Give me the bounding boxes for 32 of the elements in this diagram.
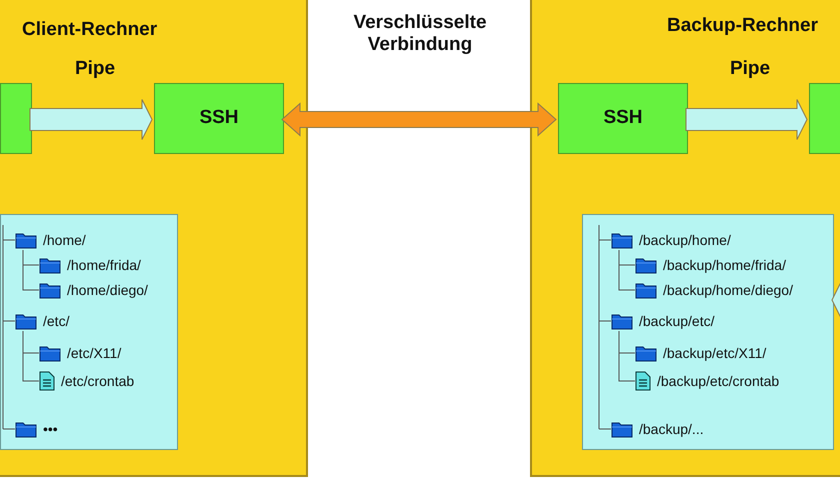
directory-path: /backup/...	[639, 420, 704, 439]
computer-panel	[0, 0, 308, 477]
process-box	[0, 83, 32, 154]
directory-path: /backup/etc/crontab	[657, 372, 780, 391]
directory-path: /backup/etc/	[639, 312, 714, 331]
block-arrow	[281, 102, 557, 137]
process-box	[154, 83, 284, 154]
process-box	[558, 83, 688, 154]
directory-path: /backup/home/diego/	[663, 280, 793, 300]
edge-label: Verschlüsselte Verbindung	[352, 12, 488, 56]
process-box	[809, 83, 840, 154]
directory-path: /backup/home/frida/	[663, 256, 786, 275]
computer-panel	[530, 0, 840, 477]
directory-path: /home/diego/	[67, 280, 148, 300]
directory-path: /backup/etc/X11/	[663, 344, 766, 363]
directory-path: •••	[43, 420, 58, 438]
block-arrow	[686, 99, 808, 140]
directory-path: /home/	[43, 230, 86, 250]
directory-path: /home/frida/	[67, 256, 141, 274]
box-label: SSH	[603, 106, 643, 130]
directory-path: /backup/home/	[639, 230, 731, 250]
directory-path: /etc/X11/	[67, 344, 122, 362]
edge-label: Pipe	[730, 58, 770, 80]
edge-label: Pipe	[74, 58, 116, 80]
panel-title: Client-Rechner	[22, 19, 158, 40]
directory-tree-panel	[0, 214, 178, 450]
directory-path: /etc/crontab	[61, 372, 134, 390]
panel-title: Backup-Rechner	[667, 15, 818, 36]
box-label: SSH	[199, 106, 239, 130]
block-arrow	[30, 99, 153, 140]
directory-path: /etc/	[43, 312, 70, 330]
directory-tree-panel	[582, 214, 834, 450]
